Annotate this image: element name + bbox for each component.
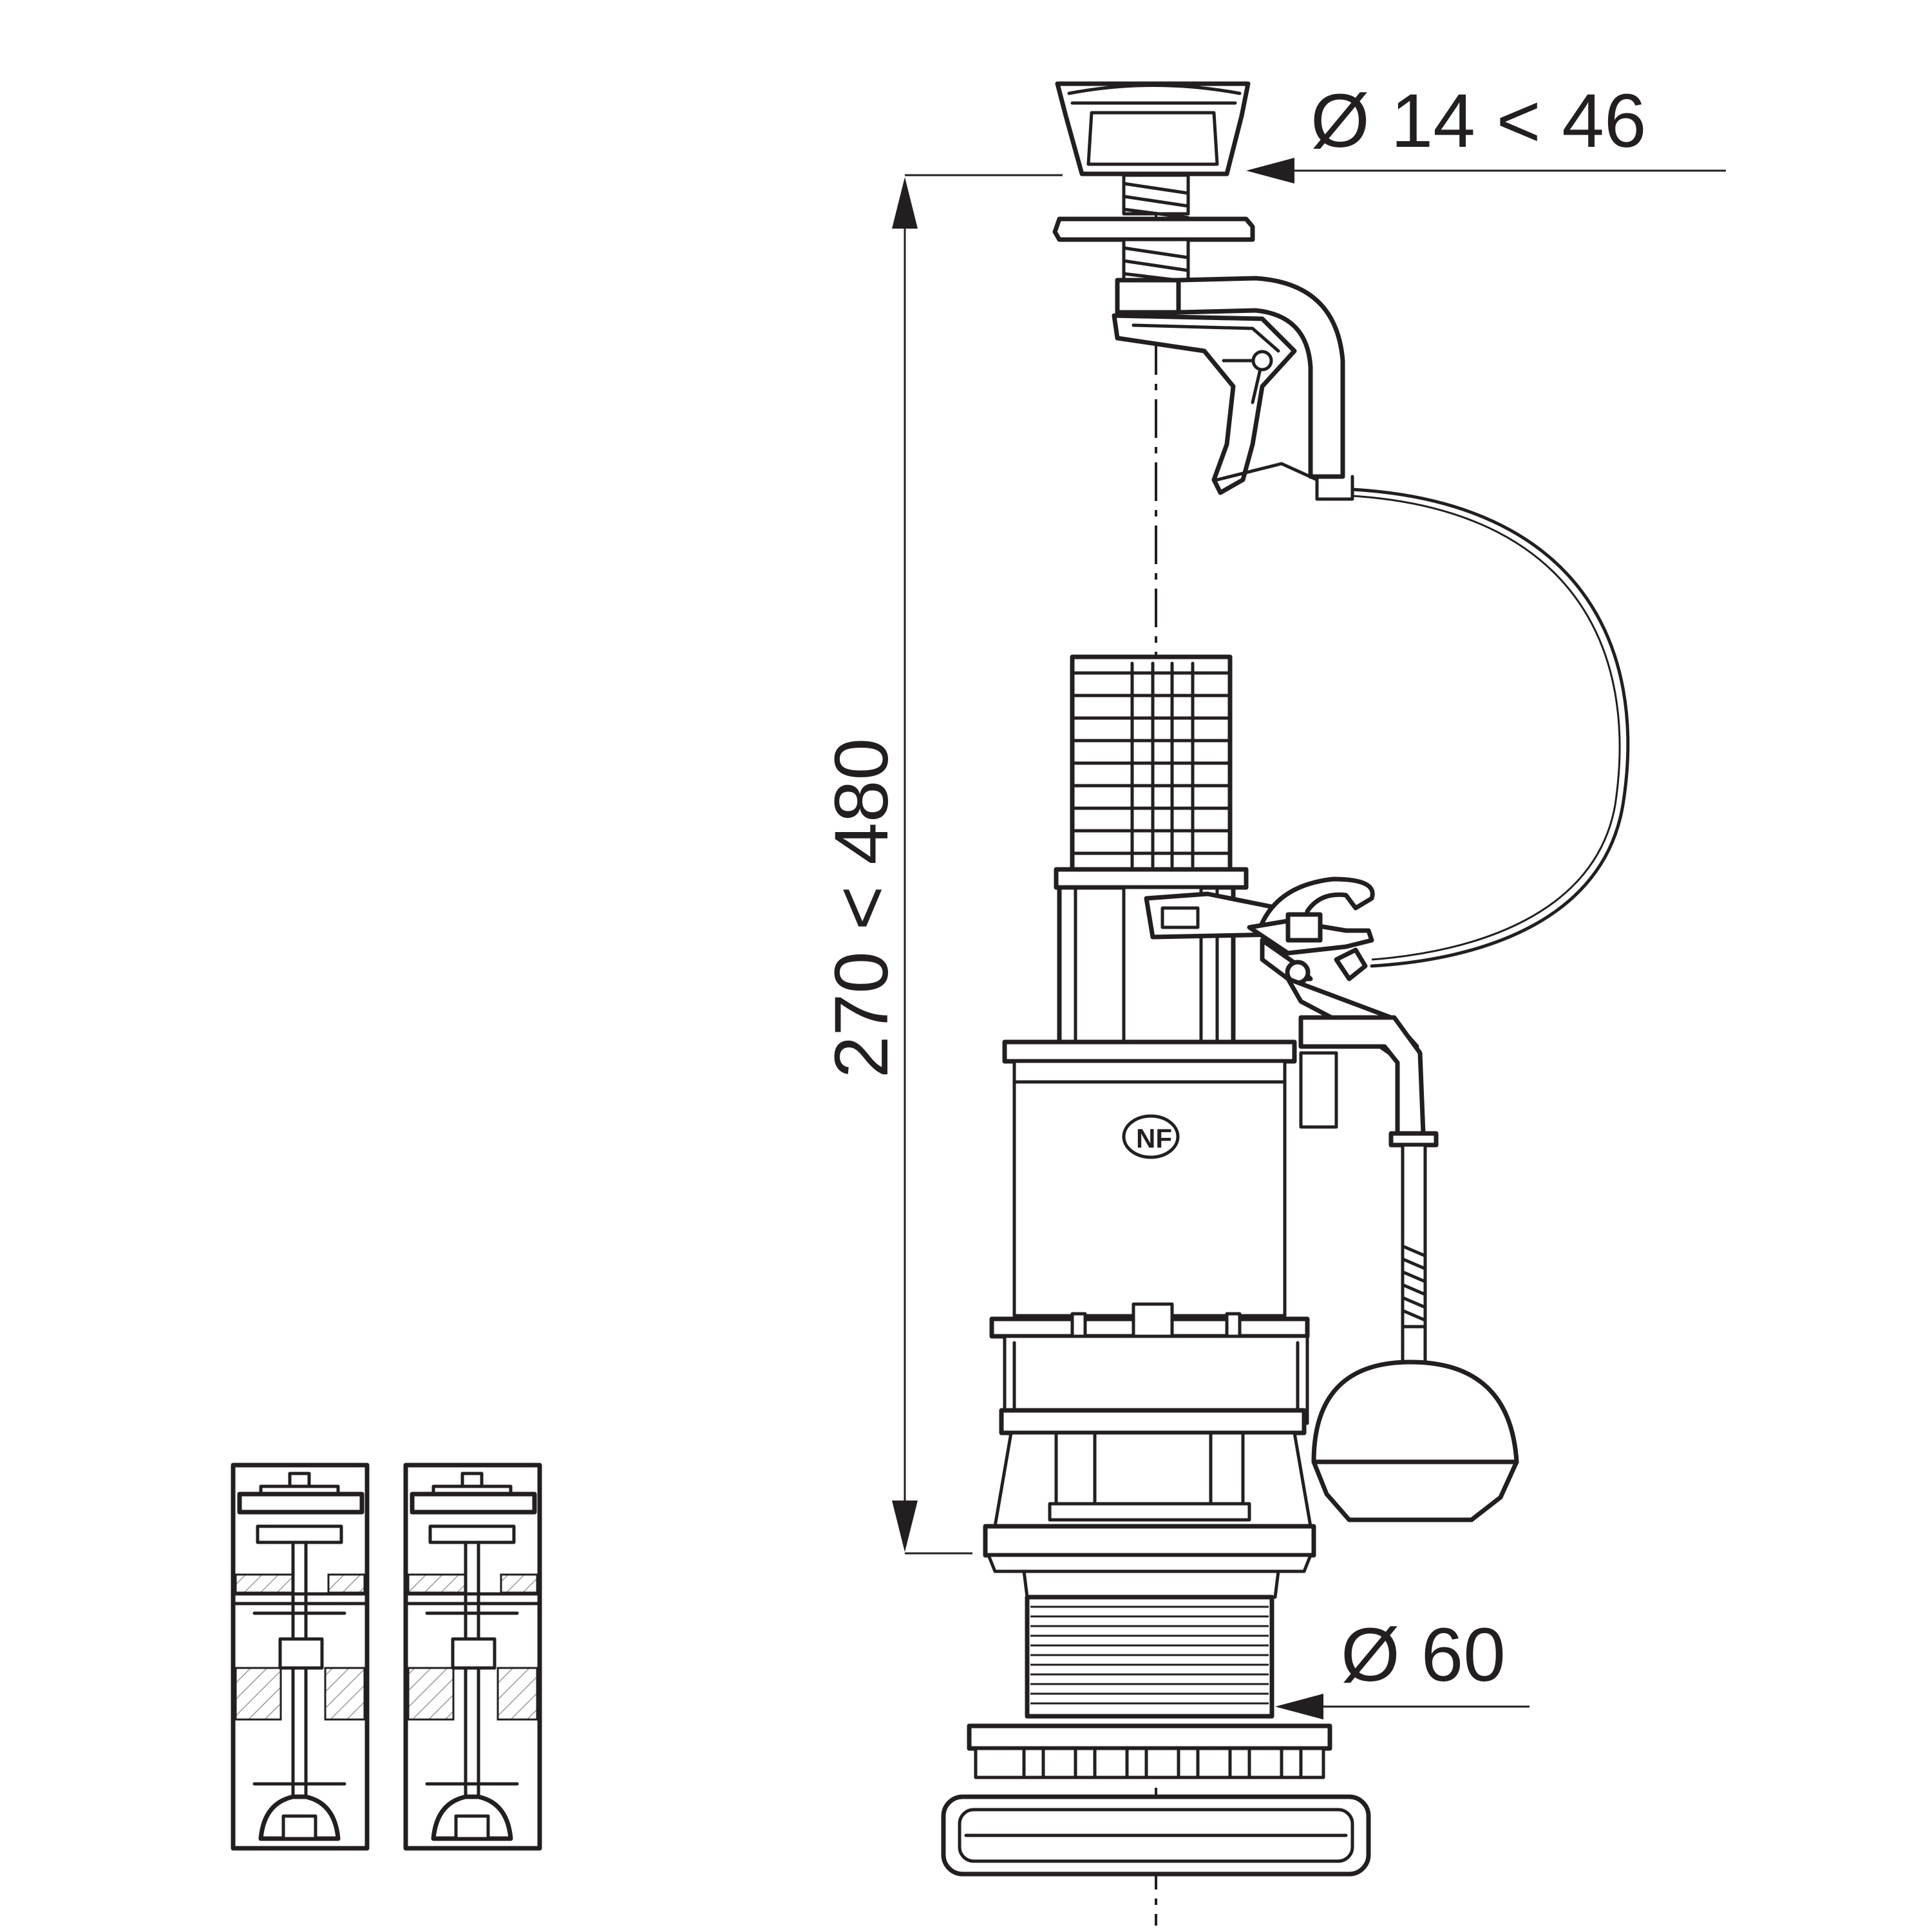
flush-cable (1350, 488, 1630, 968)
installation-inset-right (403, 1463, 542, 1851)
height-range-label: 270 < 480 (819, 738, 904, 1078)
float-rod (1298, 1015, 1439, 1364)
threaded-stem (1052, 173, 1255, 283)
outlet-diameter-dimension: Ø 60 (1275, 1613, 1530, 1719)
outlet-diameter-label: Ø 60 (1341, 1613, 1506, 1698)
button-diameter-dimension: Ø 14 < 46 (905, 79, 1726, 184)
valve-body (983, 1039, 1316, 1599)
overflow-cage (1054, 654, 1249, 890)
float-ball (1311, 1359, 1519, 1522)
installation-inset-left (231, 1463, 370, 1851)
height-dimension: 270 < 480 (819, 177, 972, 1555)
nf-certification-logo: NF (1122, 1114, 1180, 1159)
threaded-outlet (1025, 1595, 1274, 1719)
base-seal (941, 1794, 1371, 1877)
button-diameter-label: Ø 14 < 46 (1311, 79, 1647, 164)
nf-logo-text: NF (1136, 1123, 1172, 1153)
lock-nut (967, 1723, 1332, 1779)
cable-arm (1112, 276, 1354, 501)
push-button (1055, 81, 1251, 176)
